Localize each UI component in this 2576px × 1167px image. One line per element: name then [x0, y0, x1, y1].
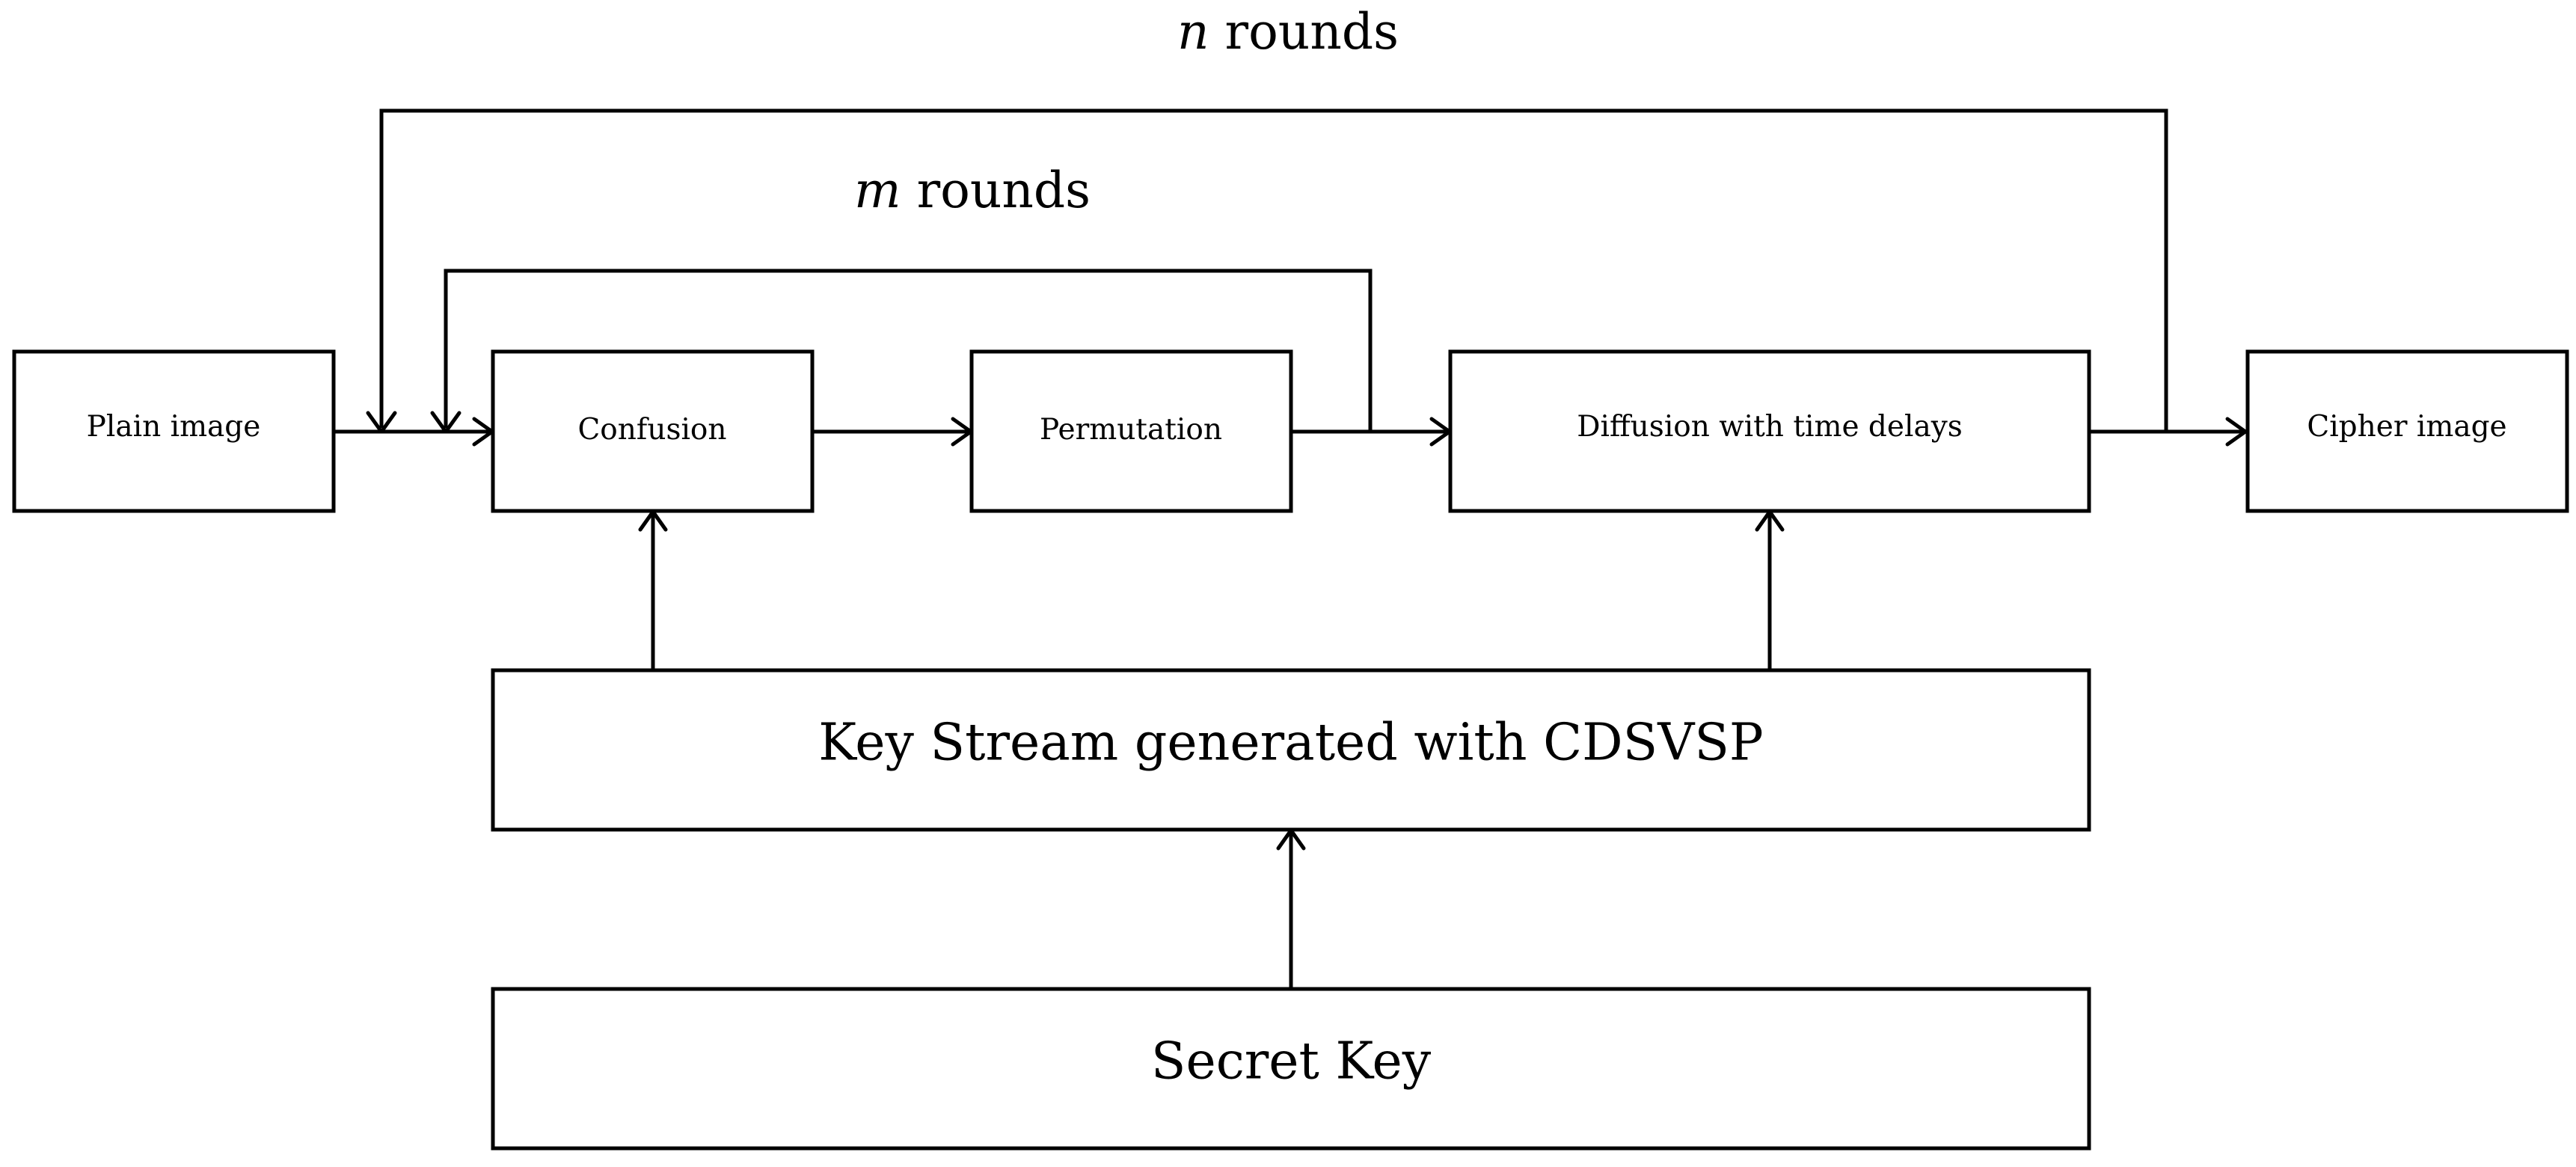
cipher-image-label: Cipher image	[2307, 410, 2506, 444]
permutation-label: Permutation	[1040, 413, 1222, 447]
secret-key-label: Secret Key	[1151, 1032, 1432, 1091]
secret-key-block: Secret Key	[491, 987, 2091, 1151]
cipher-image-block: Cipher image	[2245, 349, 2569, 513]
outer-loop-text: rounds	[1209, 3, 1399, 61]
inner-loop-text: rounds	[901, 162, 1091, 219]
diffusion-block: Diffusion with time delays	[1448, 349, 2091, 513]
keystream-label: Key Stream generated with CDSVSP	[818, 714, 1763, 773]
inner-loop-variable: m	[854, 162, 901, 219]
keystream-block: Key Stream generated with CDSVSP	[491, 668, 2091, 832]
outer-loop-line	[379, 108, 2168, 432]
inner-loop-line	[444, 269, 1373, 432]
plain-image-block: Plain image	[12, 349, 336, 513]
outer-loop-label: n rounds	[1177, 3, 1399, 61]
confusion-block: Confusion	[491, 349, 815, 513]
confusion-label: Confusion	[577, 413, 726, 447]
plain-image-label: Plain image	[87, 410, 261, 444]
arrow-diffusion-to-cipher-head	[2225, 417, 2248, 447]
outer-loop-variable: n	[1177, 3, 1209, 61]
diffusion-label: Diffusion with time delays	[1577, 410, 1963, 444]
inner-loop-label: m rounds	[854, 162, 1091, 219]
permutation-block: Permutation	[969, 349, 1293, 513]
